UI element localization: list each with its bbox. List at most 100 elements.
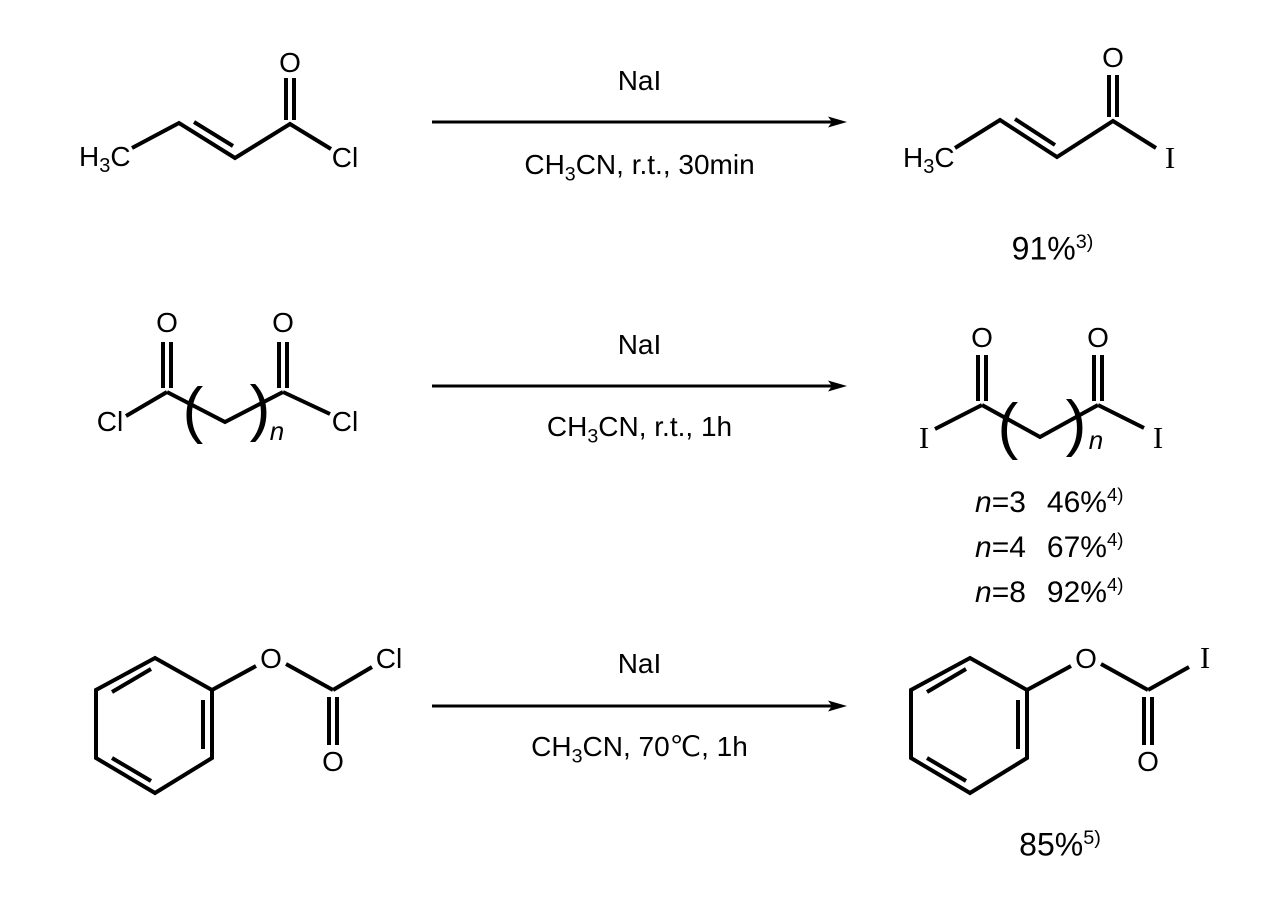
repeat-close-paren: ) bbox=[250, 374, 271, 443]
alkene-double-bond-inner-line bbox=[192, 120, 235, 148]
carbonyl-oxygen-label: O bbox=[1087, 322, 1109, 353]
carbon-skeleton-bond bbox=[131, 120, 333, 161]
yield-value: 91% bbox=[1011, 230, 1076, 267]
reference-superscript: 5) bbox=[1083, 827, 1101, 849]
solvent-formula: CH bbox=[524, 149, 565, 180]
iodine-label: I bbox=[919, 420, 929, 455]
c-cl-bond bbox=[282, 390, 331, 416]
methylene-chain-bond bbox=[981, 403, 1099, 440]
repeat-close-paren: ) bbox=[1066, 389, 1087, 458]
iodine-label: I bbox=[1200, 640, 1210, 675]
yield-label: 85%5) bbox=[950, 820, 1170, 863]
yield-value: 67% bbox=[1046, 531, 1107, 564]
carbonyl-oxygen-label: O bbox=[272, 307, 294, 338]
c-o-ester-bond bbox=[1026, 664, 1072, 692]
reaction-arrow bbox=[432, 116, 847, 128]
c-cl-bond bbox=[331, 665, 374, 692]
o-c-ester-bond bbox=[285, 662, 334, 692]
yield-row: n=3 46%4) bbox=[975, 476, 1124, 521]
arrow-head bbox=[828, 380, 847, 392]
reference-superscript: 4) bbox=[1106, 574, 1124, 595]
carbonyl-oxygen-label: O bbox=[322, 746, 344, 777]
aromatic-double-bond-inner-line bbox=[110, 667, 153, 694]
carbon-skeleton-bond bbox=[953, 117, 1158, 160]
o-c-ester-bond bbox=[1100, 662, 1149, 692]
h-atom-label: H bbox=[903, 142, 923, 173]
arrow-head bbox=[828, 700, 847, 712]
c-i-bond bbox=[934, 403, 983, 431]
solvent-formula: CH bbox=[531, 731, 572, 762]
carbonyl-oxygen-label: O bbox=[1102, 42, 1124, 73]
reaction-arrow bbox=[432, 380, 847, 392]
n-variable: n bbox=[975, 531, 992, 564]
formula-subscript: 3 bbox=[587, 425, 599, 448]
c-i-bond bbox=[1147, 665, 1190, 692]
methyl-group-label: H3C bbox=[903, 142, 955, 178]
conditions-text: CN, r.t., 1h bbox=[598, 411, 733, 442]
n-value: =8 bbox=[991, 576, 1026, 609]
aromatic-double-bond-inner-line bbox=[925, 756, 968, 783]
chlorine-label: Cl bbox=[376, 643, 402, 674]
aromatic-double-bond-inner-line bbox=[925, 667, 968, 694]
repeat-open-paren: ( bbox=[998, 392, 1019, 461]
repeat-open-paren: ( bbox=[183, 376, 204, 445]
ester-oxygen-label: O bbox=[1075, 643, 1097, 674]
benzene-ring bbox=[94, 655, 214, 796]
reagent-label: NaI bbox=[617, 329, 662, 360]
yield-value: 46% bbox=[1046, 486, 1107, 519]
reference-superscript: 3) bbox=[1075, 231, 1094, 253]
ester-oxygen-label: O bbox=[260, 643, 282, 674]
n-variable: n bbox=[975, 576, 992, 609]
c-atom-label: C bbox=[934, 142, 954, 173]
reactant-3-structure: O O Cl bbox=[94, 643, 402, 796]
repeat-count-n: n bbox=[270, 416, 284, 446]
arrow-head bbox=[828, 116, 847, 128]
aromatic-double-bond-inner-line bbox=[110, 756, 153, 783]
conditions-text: CN, r.t., 30min bbox=[575, 149, 755, 180]
c-i-bond bbox=[1097, 403, 1145, 430]
carbonyl-oxygen-label: O bbox=[971, 322, 993, 353]
methylene-chain-bond bbox=[166, 390, 284, 425]
c-o-ester-bond bbox=[211, 664, 257, 692]
c-cl-bond bbox=[124, 390, 169, 418]
conditions-label: CH3CN, r.t., 30min bbox=[432, 148, 847, 192]
n-value: =3 bbox=[991, 486, 1026, 519]
reagent-label: NaI bbox=[617, 65, 662, 96]
formula-subscript: 3 bbox=[571, 745, 583, 768]
methyl-group-label: H3C bbox=[79, 141, 131, 177]
iodine-label: I bbox=[1153, 420, 1163, 455]
iodine-label: I bbox=[1165, 140, 1175, 175]
carbonyl-oxygen-label: O bbox=[156, 307, 178, 338]
h-subscript: 3 bbox=[99, 155, 110, 177]
benzene-ring bbox=[909, 655, 1029, 796]
product-3-structure: O O I bbox=[909, 640, 1210, 796]
yield-value: 92% bbox=[1046, 576, 1107, 609]
reactant-2-structure: Cl O O Cl ( ) n bbox=[97, 307, 358, 446]
conditions-label: CH3CN, 70℃, 1h bbox=[432, 730, 847, 774]
reference-superscript: 4) bbox=[1106, 484, 1124, 505]
reagent-label: NaI bbox=[617, 648, 662, 679]
reaction-arrow bbox=[432, 700, 847, 712]
yield-value: 85% bbox=[1019, 826, 1084, 863]
yield-row: n=4 67%4) bbox=[975, 521, 1124, 566]
chlorine-label: Cl bbox=[97, 406, 123, 437]
yield-row: n=8 92%4) bbox=[975, 566, 1124, 611]
chlorine-label: Cl bbox=[332, 142, 358, 173]
conditions-text: CN, 70℃, 1h bbox=[582, 731, 748, 762]
alkene-double-bond-inner-line bbox=[1013, 117, 1057, 147]
h-atom-label: H bbox=[79, 141, 99, 172]
reactant-1-structure: H3C O Cl bbox=[79, 47, 358, 177]
n-variable: n bbox=[975, 486, 992, 519]
n-value: =4 bbox=[991, 531, 1026, 564]
carbonyl-oxygen-label: O bbox=[1137, 746, 1159, 777]
product-1-structure: H3C O I bbox=[903, 42, 1175, 178]
reference-superscript: 4) bbox=[1106, 529, 1124, 550]
h-subscript: 3 bbox=[923, 156, 934, 178]
solvent-formula: CH bbox=[546, 411, 588, 442]
chlorine-label: Cl bbox=[332, 406, 358, 437]
conditions-label: CH3CN, r.t., 1h bbox=[432, 410, 847, 454]
product-2-structure: I O O I ( ) n bbox=[919, 322, 1163, 461]
formula-subscript: 3 bbox=[564, 163, 576, 186]
